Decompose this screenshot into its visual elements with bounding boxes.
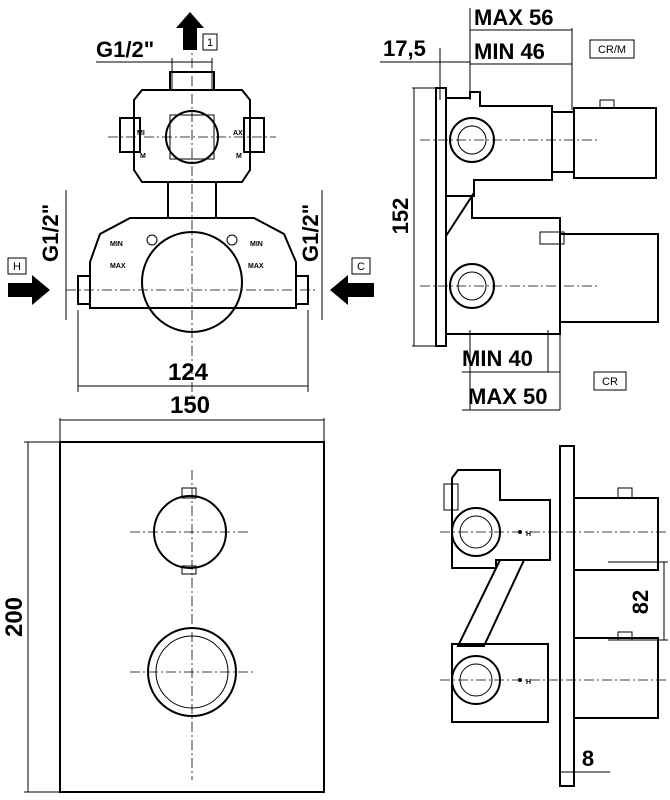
min-right-label: MIN <box>250 241 263 248</box>
max-56-label: MAX 56 <box>474 5 553 30</box>
cold-tag-box <box>351 257 371 275</box>
outlet-arrow-icon <box>176 12 204 50</box>
small-m-left: M <box>140 153 146 160</box>
small-m-right: M <box>236 153 242 160</box>
cold-inlet-label: C <box>357 261 365 273</box>
outlet-tag-box <box>202 33 218 51</box>
front-mechanism-view: 1 G1/2" MI AX M M MIN MAX MIN MAX G1/ <box>7 12 374 400</box>
max-50-label: MAX 50 <box>468 384 547 409</box>
width-124-label: 124 <box>168 359 209 386</box>
small-max-label: AX <box>233 130 243 137</box>
max-left-label: MAX <box>110 263 126 270</box>
height-152-label: 152 <box>388 198 413 235</box>
side-mechanism-view: MAX 56 MIN 46 17,5 CR/M 152 MIN 40 MAX 5… <box>380 5 659 411</box>
mark-lower: H <box>526 679 531 686</box>
small-min-label: MI <box>137 130 145 137</box>
plate-8-label: 8 <box>582 746 594 771</box>
height-200-label: 200 <box>1 597 28 637</box>
offset-17-5-label: 17,5 <box>383 36 426 61</box>
cr-tag: CR <box>602 376 618 388</box>
crm-tag-box <box>589 39 635 59</box>
thread-right-label: G1/2" <box>298 204 323 262</box>
thread-top-label: G1/2" <box>96 37 154 62</box>
mark-upper: H <box>526 531 531 538</box>
hot-tag-box <box>7 257 27 275</box>
crm-tag: CR/M <box>598 44 626 56</box>
width-150-label: 150 <box>170 392 210 419</box>
cover-plate <box>59 441 325 793</box>
cr-tag-box <box>593 371 627 391</box>
max-right-label: MAX <box>248 263 264 270</box>
side-plate <box>559 445 575 787</box>
min-left-label: MIN <box>110 241 123 248</box>
outlet-tag: 1 <box>207 37 213 49</box>
min-46-label: MIN 46 <box>474 39 545 64</box>
hot-inlet-label: H <box>13 261 21 273</box>
side-plate-view: H H 82 8 <box>440 445 668 787</box>
hot-inlet-arrow-icon <box>8 275 50 305</box>
thread-left-label: G1/2" <box>38 204 63 262</box>
spacing-82-label: 82 <box>628 590 653 614</box>
min-40-label: MIN 40 <box>462 346 533 371</box>
front-plate-view: 150 200 <box>1 392 325 793</box>
cold-inlet-arrow-icon <box>330 275 374 305</box>
